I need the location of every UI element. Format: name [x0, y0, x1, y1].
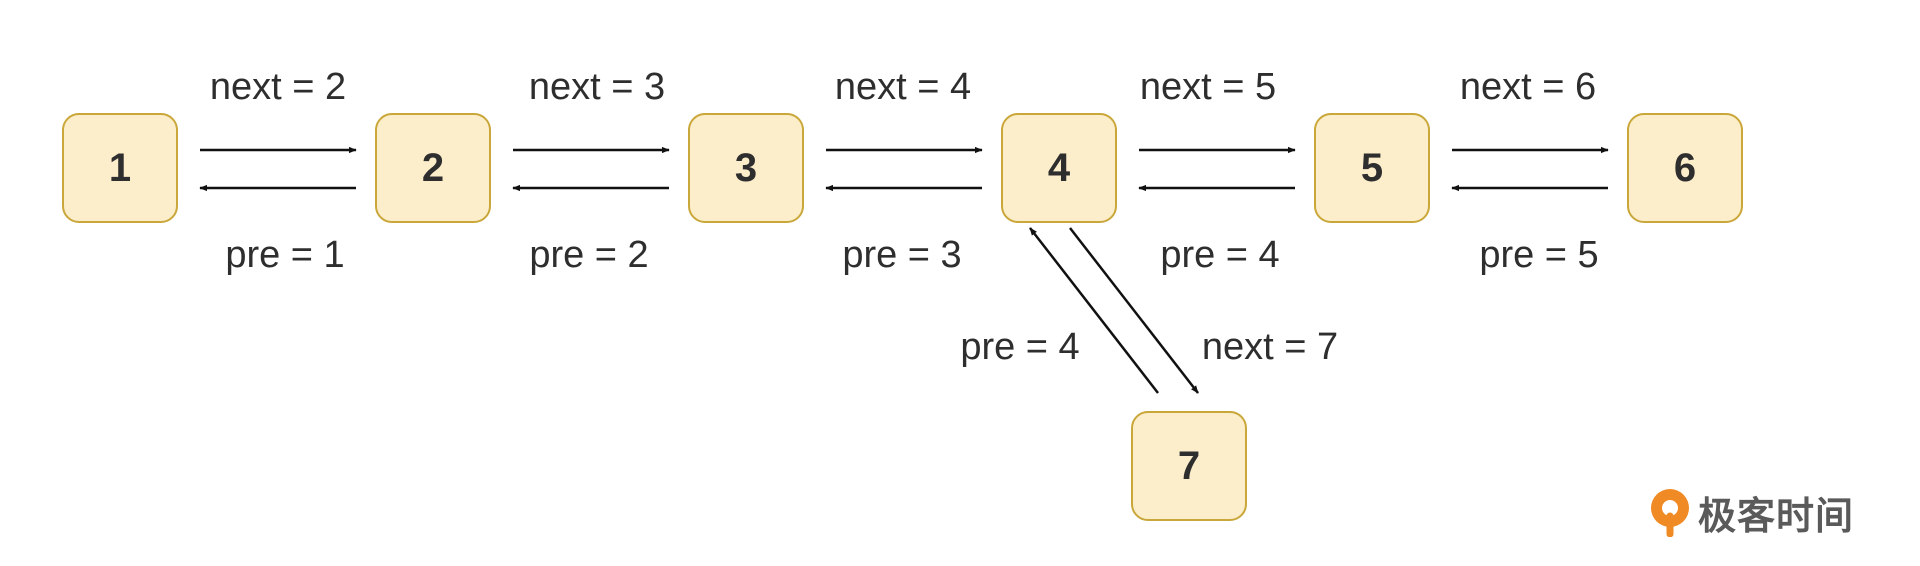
- label-next-4-7: next = 7: [1201, 326, 1339, 368]
- label-pre-4-3: pre = 3: [842, 234, 962, 276]
- node-6: 6: [1627, 113, 1743, 223]
- node-2: 2: [375, 113, 491, 223]
- node-7: 7: [1131, 411, 1247, 521]
- label-pre-6-5: pre = 5: [1479, 234, 1599, 276]
- node-5: 5: [1314, 113, 1430, 223]
- label-pre-3-2: pre = 2: [529, 234, 649, 276]
- node-1: 1: [62, 113, 178, 223]
- arrow-next-4-7: [1069, 227, 1199, 394]
- label-next-3-4: next = 4: [834, 66, 972, 108]
- label-next-2-3: next = 3: [528, 66, 666, 108]
- node-3: 3: [688, 113, 804, 223]
- label-pre-7-4: pre = 4: [960, 326, 1080, 368]
- label-pre-5-4: pre = 4: [1160, 234, 1280, 276]
- geektime-logo-text: 极客时间: [1698, 495, 1855, 538]
- label-next-4-5: next = 5: [1139, 66, 1277, 108]
- label-pre-2-1: pre = 1: [225, 234, 345, 276]
- label-next-5-6: next = 6: [1459, 66, 1597, 108]
- geektime-logo-icon: [1651, 489, 1689, 537]
- arrow-pre-7-4: [1029, 227, 1159, 394]
- node-4: 4: [1001, 113, 1117, 223]
- geektime-logo: 极客时间: [1648, 486, 1854, 538]
- label-next-1-2: next = 2: [209, 66, 347, 108]
